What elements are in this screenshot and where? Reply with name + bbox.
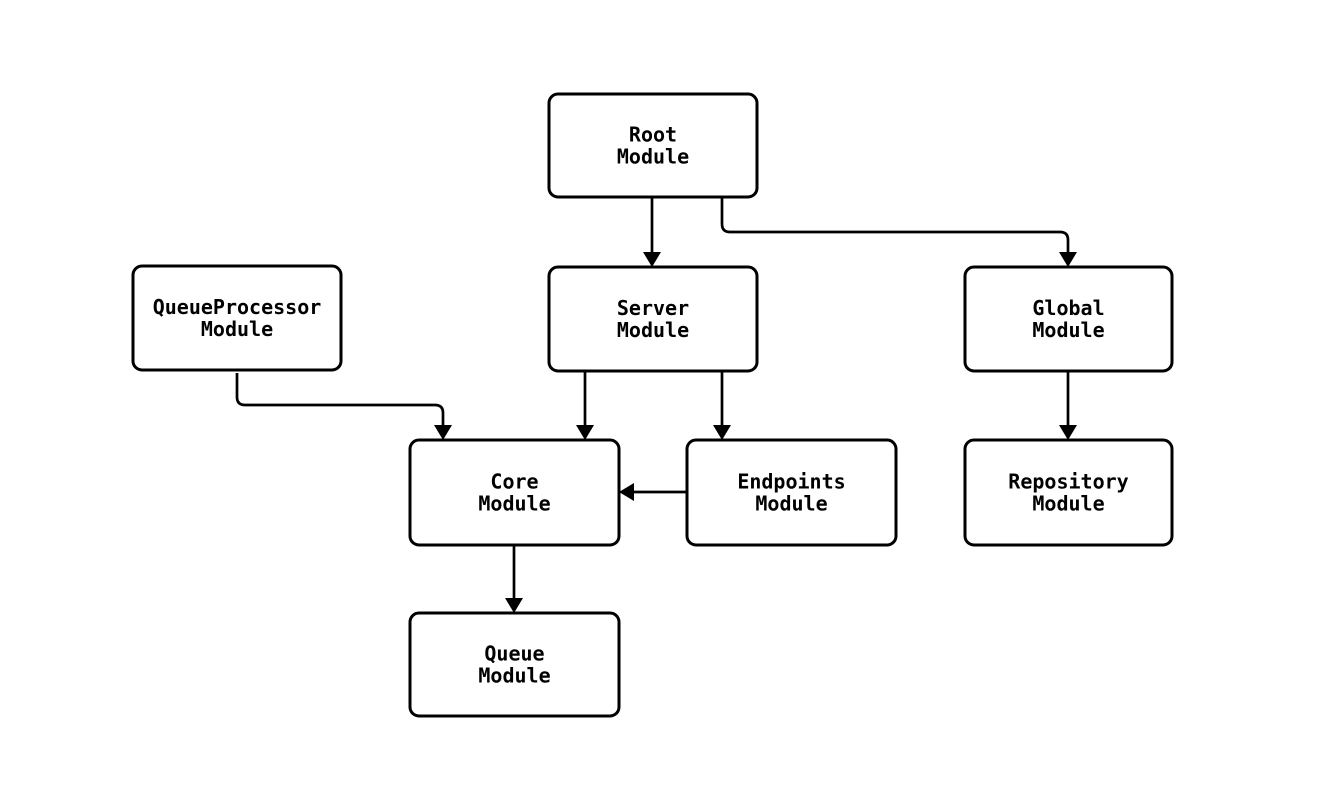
- node-label-line2: Module: [478, 492, 550, 516]
- node-label-line1: Core: [490, 470, 538, 494]
- arrowhead-icon: [713, 425, 731, 440]
- node-label-line1: Queue: [484, 642, 544, 666]
- node-box: [685, 438, 898, 547]
- edge-root-to-global: [720, 197, 1077, 267]
- edge-queueProcessor-to-core: [235, 373, 452, 440]
- node-label-line2: Module: [617, 145, 689, 169]
- edge-core-to-queue: [505, 545, 523, 613]
- node-label-line2: Module: [201, 317, 273, 341]
- node-box: [547, 92, 759, 199]
- node-label-line1: Repository: [1008, 470, 1128, 494]
- node-label-line2: Module: [1032, 492, 1104, 516]
- node-label-line2: Module: [478, 664, 550, 688]
- node-label-line1: Global: [1032, 296, 1104, 320]
- arrowhead-icon: [505, 598, 523, 613]
- edge-global-to-repository: [1059, 371, 1077, 440]
- edge-root-to-server: [643, 197, 661, 267]
- edge-line: [720, 197, 1070, 253]
- edge-server-to-endpoints: [713, 371, 731, 440]
- edge-line: [235, 373, 445, 426]
- node-label-line1: Root: [629, 123, 677, 147]
- arrowhead-icon: [619, 483, 634, 501]
- node-label-line2: Module: [1032, 318, 1104, 342]
- node-label-line1: Server: [617, 296, 689, 320]
- edges-layer: [235, 197, 1077, 613]
- node-label-line1: Endpoints: [737, 470, 845, 494]
- node-label-line2: Module: [617, 318, 689, 342]
- arrowhead-icon: [434, 425, 452, 440]
- node-box: [408, 611, 621, 718]
- arrowhead-icon: [576, 425, 594, 440]
- edge-server-to-core: [576, 371, 594, 440]
- arrowhead-icon: [1059, 425, 1077, 440]
- node-label-line1: QueueProcessor: [153, 295, 322, 319]
- node-box: [408, 438, 621, 547]
- node-box: [547, 265, 759, 373]
- node-box: [963, 438, 1174, 547]
- arrowhead-icon: [643, 252, 661, 267]
- node-label-line2: Module: [755, 492, 827, 516]
- node-box: [963, 265, 1174, 373]
- arrowhead-icon: [1059, 252, 1077, 267]
- edge-endpoints-to-core: [619, 483, 687, 501]
- node-box: [131, 264, 343, 372]
